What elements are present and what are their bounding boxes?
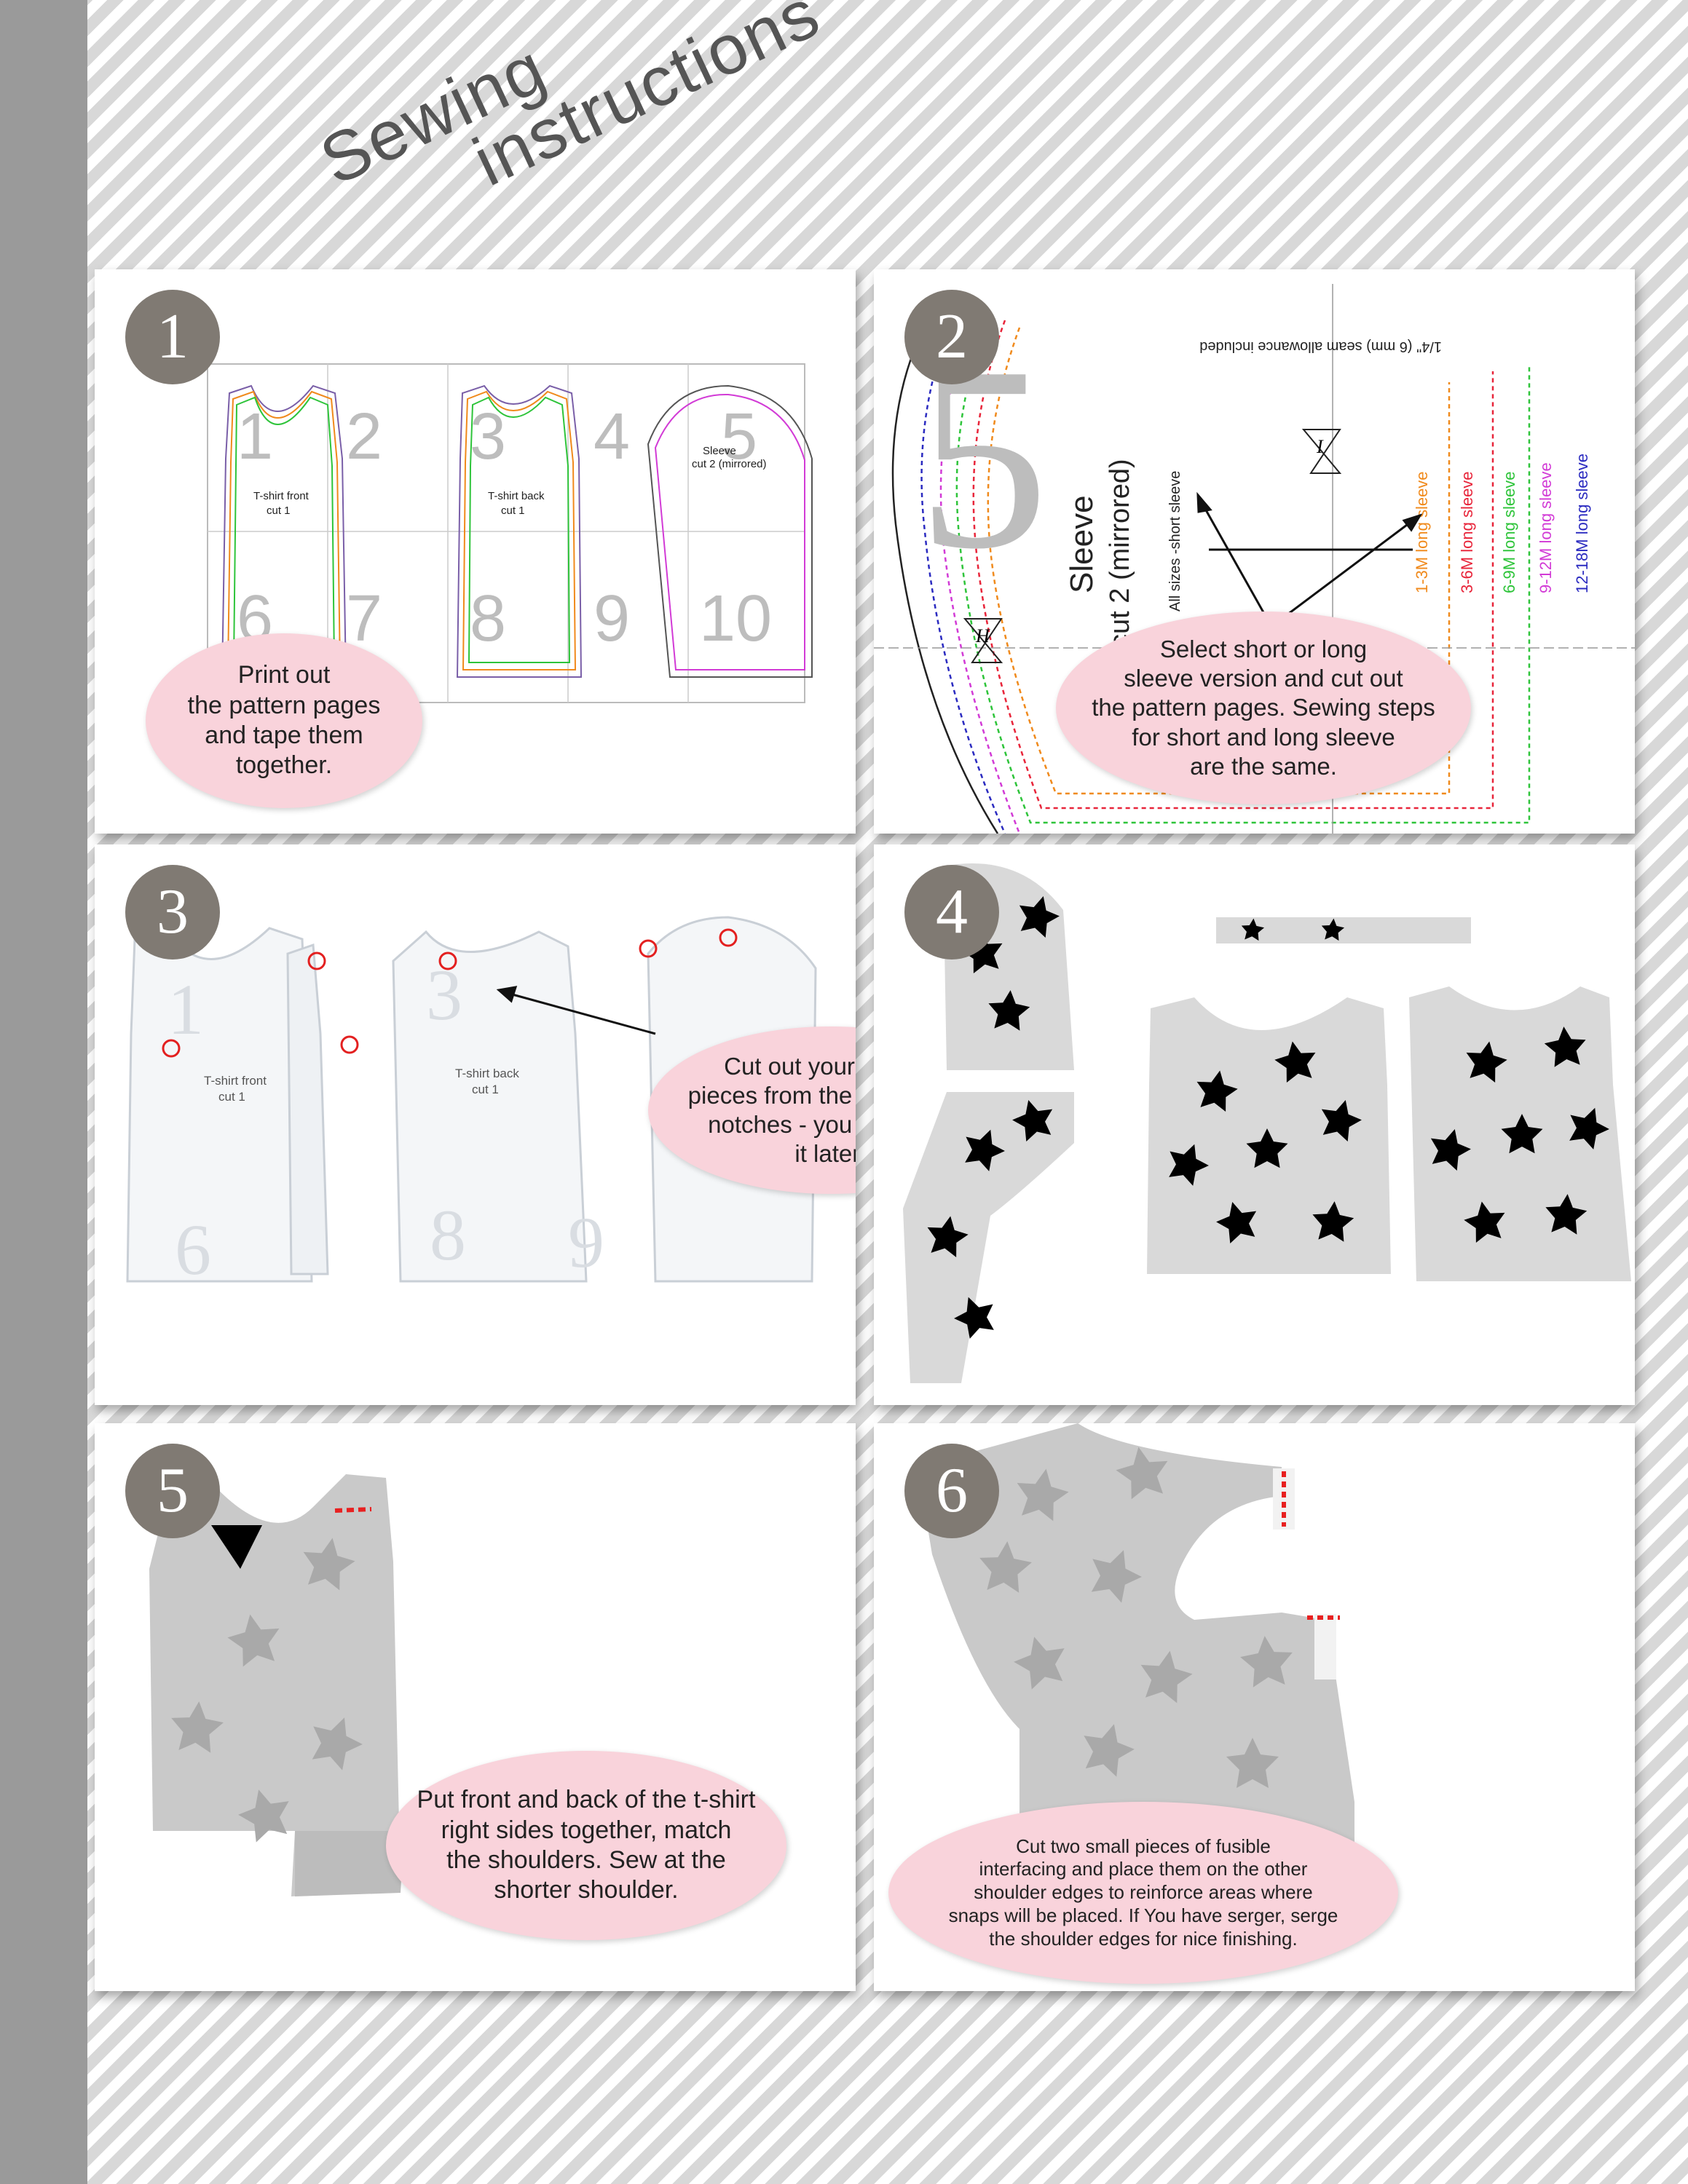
seam-allowance-note: 1/4" (6 mm) seam allowance included — [1199, 339, 1442, 355]
step-number-badge: 1 — [125, 290, 220, 384]
step-2-caption: Select short or long sleeve version and … — [1056, 612, 1471, 804]
sleeve-label: Sleeve — [703, 445, 736, 457]
notch-i-label: I — [1316, 436, 1324, 457]
page-number-4: 4 — [593, 400, 630, 473]
step-number-badge: 3 — [125, 865, 220, 960]
step-6-caption: Cut two small pieces of fusible interfac… — [888, 1802, 1398, 1984]
page-number-1: 1 — [167, 969, 204, 1050]
back-label: T-shirt back — [455, 1067, 519, 1080]
page-number-9: 9 — [593, 582, 630, 655]
step-5-caption: Put front and back of the t-shirt right … — [386, 1751, 786, 1940]
page-number-7: 7 — [346, 582, 382, 655]
step-4-panel: 4 — [874, 844, 1635, 1405]
left-margin-bar — [0, 0, 87, 2184]
step-5-panel: 5 Put front and back of the t-shirt righ… — [95, 1423, 856, 1991]
front-label: T-shirt front — [253, 490, 309, 502]
size-9-12m: 9-12M long sleeve — [1537, 462, 1555, 593]
front-cut: cut 1 — [267, 505, 291, 517]
step-1-panel: 1 1 2 3 4 5 6 7 8 9 — [95, 269, 856, 834]
page-number-6: 6 — [175, 1209, 211, 1290]
size-3-6m: 3-6M long sleeve — [1458, 471, 1476, 593]
front-cut: cut 1 — [218, 1090, 245, 1104]
size-12-18m: 12-18M long sleeve — [1573, 454, 1591, 593]
back-cut: cut 1 — [472, 1083, 499, 1096]
step-number-badge: 4 — [904, 865, 999, 960]
size-1-3m: 1-3M long sleeve — [1413, 471, 1431, 593]
notch-h — [963, 618, 1003, 663]
page-number-1: 1 — [237, 400, 273, 473]
notch-h-label: H — [975, 625, 990, 646]
step-1-caption: Print out the pattern pages and tape the… — [146, 633, 422, 808]
notch-i — [1301, 429, 1342, 474]
notch-markers — [162, 928, 738, 1058]
page-title: Sewing instructions — [272, 0, 866, 248]
sleeve-title: Sleeve — [1064, 495, 1100, 593]
step-number-badge: 5 — [125, 1444, 220, 1538]
stitch-line — [334, 1507, 372, 1513]
page-number-8: 8 — [470, 582, 506, 655]
page-number-3: 3 — [470, 400, 506, 473]
sleeve-cut: cut 2 (mirrored) — [692, 458, 767, 470]
step-number-badge: 6 — [904, 1444, 999, 1538]
page-number-10: 10 — [699, 582, 772, 655]
back-cut: cut 1 — [501, 505, 525, 517]
sleeve-cut: cut 2 (mirrored) — [1105, 459, 1135, 648]
cut-fabric-pieces-photo — [903, 863, 1631, 1383]
step-number-badge: 2 — [904, 290, 999, 384]
shoulder-seam-photo — [149, 1474, 404, 1896]
step-3-panel: 3 1 3 6 8 9 T-shirt front cut 1 T-shirt … — [95, 844, 856, 1405]
page-number-2: 2 — [346, 400, 382, 473]
page-number-8: 8 — [430, 1195, 466, 1275]
step-2-panel: 2 5 Sleeve cut 2 (mirrored) All sizes -s… — [874, 269, 1635, 834]
page-number-5: 5 — [721, 400, 757, 473]
front-label: T-shirt front — [204, 1074, 267, 1088]
size-6-9m: 6-9M long sleeve — [1500, 471, 1518, 593]
page-number-3: 3 — [426, 954, 462, 1035]
interfacing-strip — [1273, 1468, 1340, 1679]
page-number-9: 9 — [568, 1202, 604, 1283]
step-6-panel: 6 Cut two small pieces of fusible — [874, 1423, 1635, 1991]
back-label: T-shirt back — [488, 490, 545, 502]
short-sleeve-label: All sizes -short sleeve — [1167, 471, 1183, 612]
